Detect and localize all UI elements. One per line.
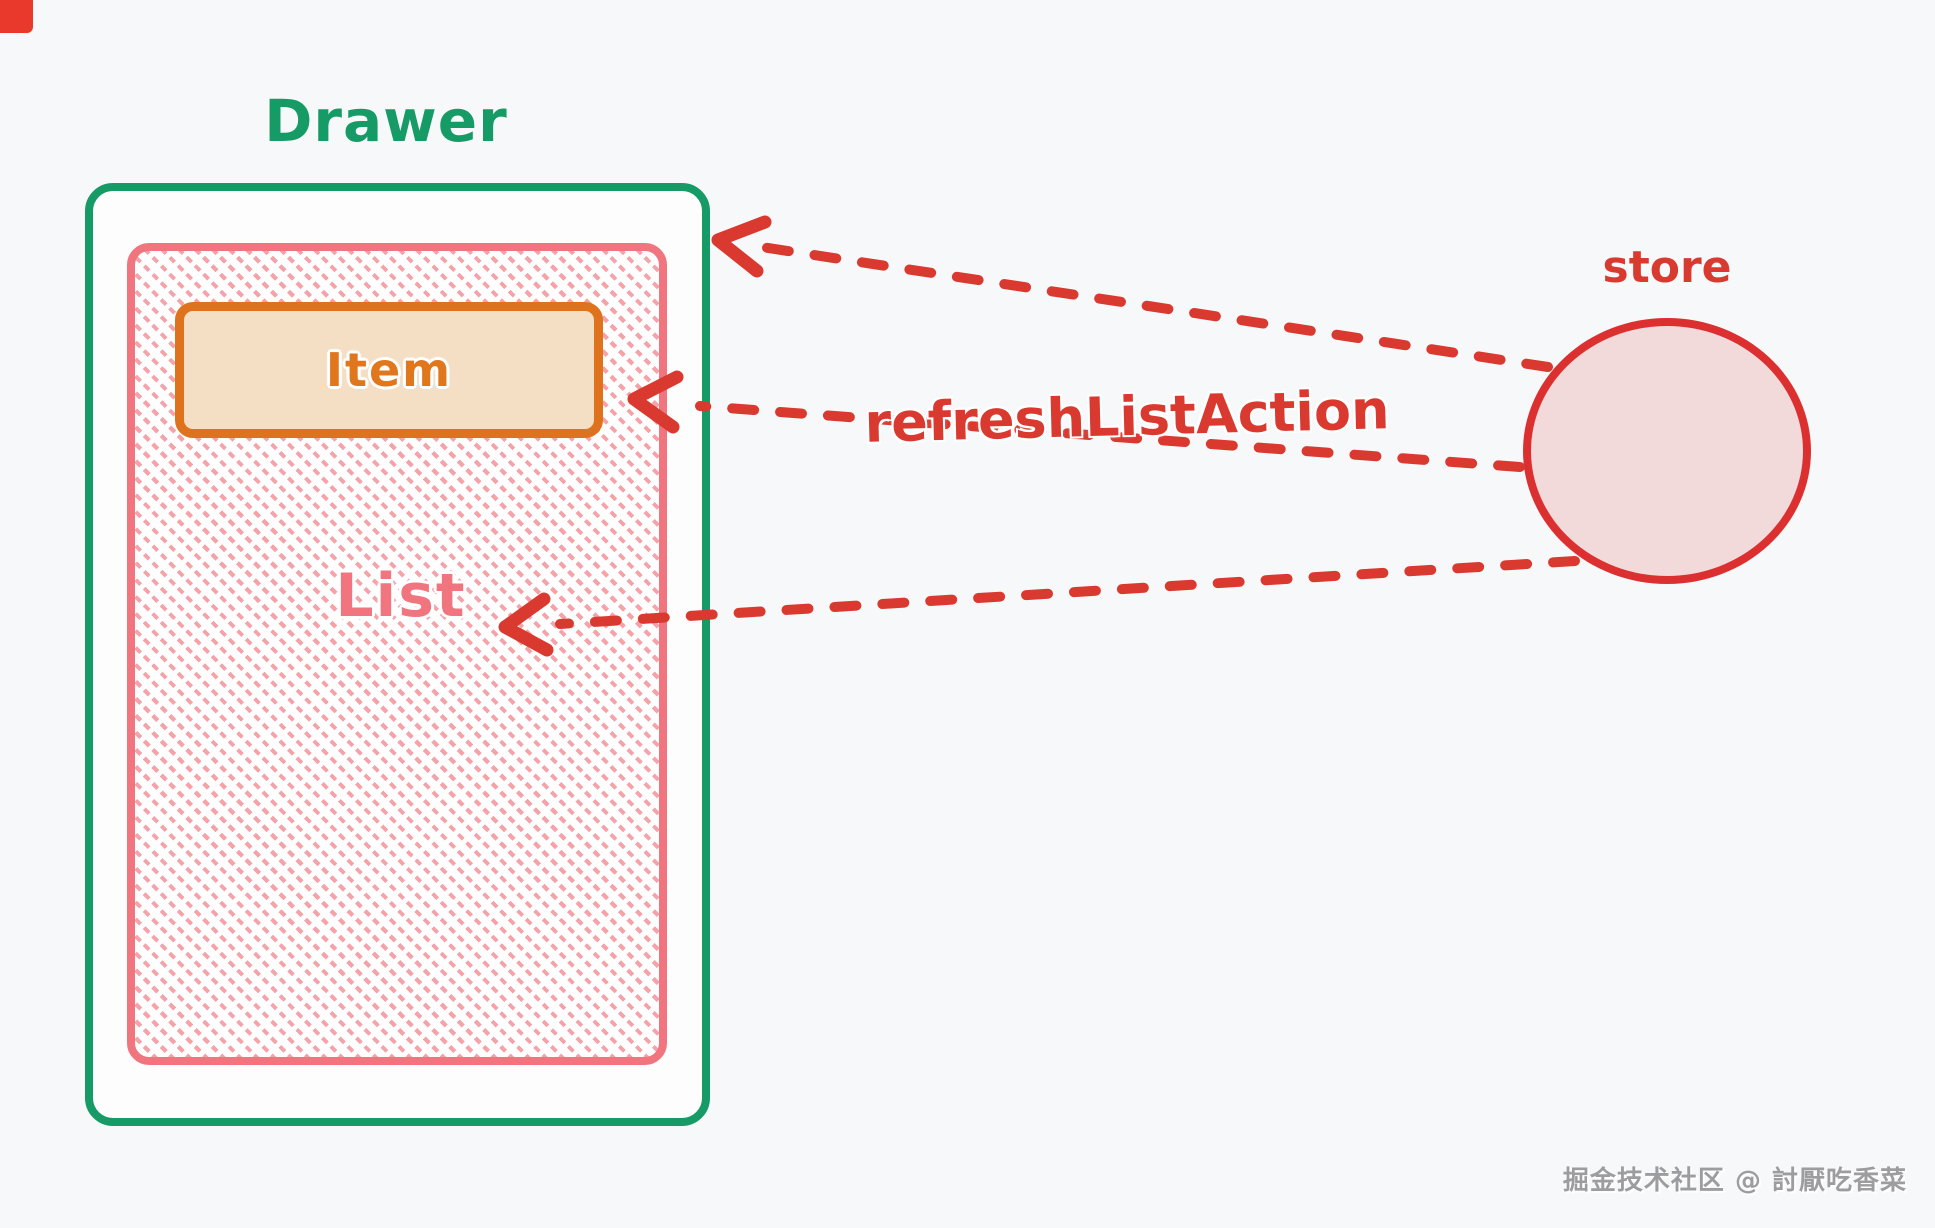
store-node-circle xyxy=(1523,318,1811,584)
list-node-label: List xyxy=(335,561,467,631)
item-node-box: Item xyxy=(175,302,603,438)
corner-marker xyxy=(0,0,33,33)
watermark-text: 掘金技术社区 @ 討厭吃香菜 xyxy=(1562,1166,1907,1196)
drawer-node-label: Drawer xyxy=(264,87,508,155)
refresh-list-action-label: refreshListAction xyxy=(863,378,1391,455)
store-node-label: store xyxy=(1602,242,1732,293)
arrowhead-store-to-drawer xyxy=(711,215,772,278)
item-node-label: Item xyxy=(325,343,453,397)
arrow-store-to-drawer xyxy=(737,239,1553,372)
arrow-store-to-list xyxy=(555,556,1580,629)
